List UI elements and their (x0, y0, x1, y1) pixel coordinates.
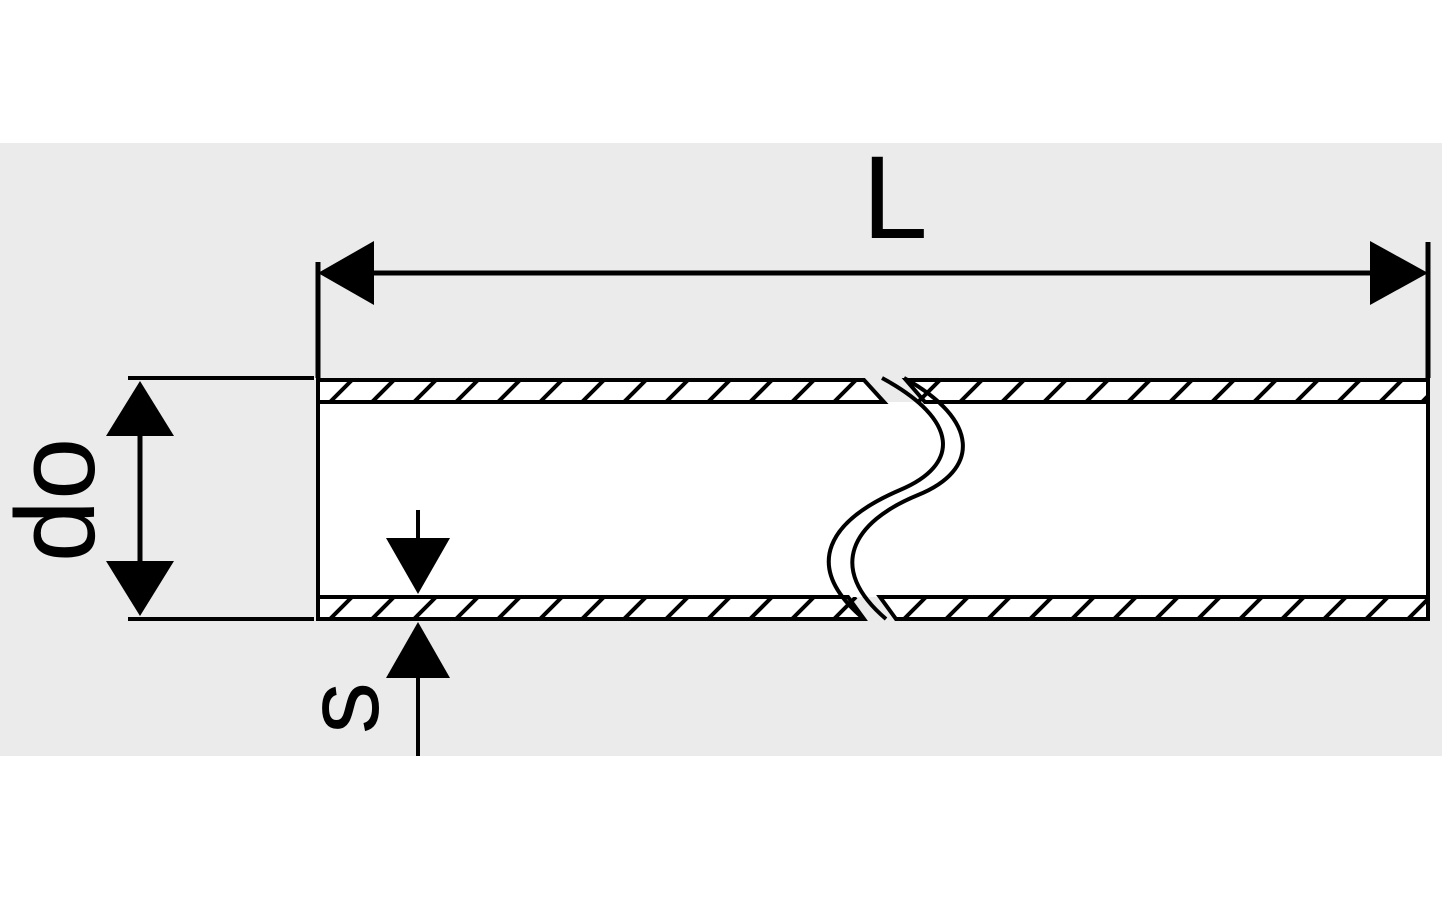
wall-hatch-line (958, 380, 984, 402)
length-label: L (862, 132, 928, 264)
wall-hatch-line (1364, 597, 1390, 619)
outer-diameter-dimension: do (0, 376, 314, 621)
wall-thickness-dimension: s (285, 510, 450, 756)
wall-hatch-line (706, 597, 732, 619)
wall-hatch-line (328, 597, 354, 619)
wall-hatch-line (916, 380, 942, 402)
wall-hatch-line (328, 380, 354, 402)
wall-hatch-line (1322, 597, 1348, 619)
wall-hatch-line (748, 380, 774, 402)
wall-hatch-line (1238, 597, 1264, 619)
wall-hatch-line (412, 597, 438, 619)
wall-hatch-line (1112, 597, 1138, 619)
wall-hatch-line (1280, 597, 1306, 619)
wall-hatch-line (832, 597, 858, 619)
pipe-top-wall-right (901, 378, 1430, 404)
length-arrow-right (1370, 241, 1428, 305)
wall-hatch-line (1420, 393, 1428, 402)
wall-hatch-line (1070, 597, 1096, 619)
wall-hatch-line (1154, 597, 1180, 619)
wall-hatch-line (1336, 380, 1362, 402)
wall-hatch-line (1126, 380, 1152, 402)
wall-hatch-line (370, 380, 396, 402)
wall-hatch-line (538, 597, 564, 619)
wall-hatch-line (832, 380, 858, 402)
wall-hatch-line (538, 380, 564, 402)
wall-hatch-line (748, 597, 774, 619)
diameter-arrow-top (106, 381, 174, 436)
wall-hatch-line (986, 597, 1012, 619)
pipe-bottom-wall-left (316, 595, 868, 621)
wall-hatch-line (412, 380, 438, 402)
wall-hatch-line (496, 597, 522, 619)
wall-hatch-line (622, 380, 648, 402)
diameter-arrow-bottom (106, 561, 174, 616)
wall-hatch-line (706, 380, 732, 402)
wall-hatch-line (1028, 597, 1054, 619)
thickness-arrow-down (386, 538, 450, 594)
wall-hatch-line (664, 597, 690, 619)
wall-hatch-line (1210, 380, 1236, 402)
wall-hatch-line (790, 380, 816, 402)
pipe-bottom-wall-right (876, 595, 1430, 621)
wall-hatch-line (454, 597, 480, 619)
wall-hatch-line (902, 597, 928, 619)
outer-diameter-label: do (0, 438, 118, 563)
wall-hatch-line (1000, 380, 1026, 402)
wall-hatch-line (496, 380, 522, 402)
wall-hatch-line (790, 597, 816, 619)
thickness-arrow-up (386, 622, 450, 678)
wall-hatch-line (580, 597, 606, 619)
wall-hatch-line (580, 380, 606, 402)
wall-hatch-line (1378, 380, 1404, 402)
length-arrow-left (318, 241, 374, 305)
wall-hatch-line (454, 380, 480, 402)
wall-hatch-line (1084, 380, 1110, 402)
wall-hatch-line (1294, 380, 1320, 402)
wall-hatch-line (1406, 597, 1428, 619)
wall-hatch-line (1042, 380, 1068, 402)
wall-hatch-line (370, 597, 396, 619)
wall-hatch-line (664, 380, 690, 402)
wall-hatch-line (1168, 380, 1194, 402)
wall-hatch-line (1196, 597, 1222, 619)
wall-hatch-line (944, 597, 970, 619)
length-dimension: L (315, 132, 1431, 378)
pipe-bore (318, 402, 1428, 597)
wall-hatch-line (622, 597, 648, 619)
wall-hatch-line (1252, 380, 1278, 402)
pipe-top-wall-left (316, 378, 889, 404)
pipe-break-symbol (826, 376, 965, 621)
wall-thickness-label: s (285, 682, 401, 734)
